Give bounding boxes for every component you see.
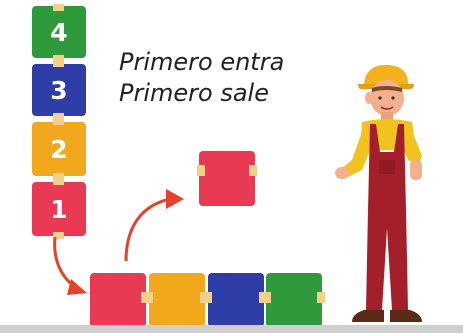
- stack-box-1-label: 1: [50, 194, 68, 224]
- stack-box-4: 4: [32, 6, 86, 58]
- tape: [53, 4, 64, 11]
- caption-line-2: Primero sale: [119, 79, 269, 107]
- tape: [317, 292, 325, 303]
- stack-box-3-label: 3: [50, 75, 68, 105]
- tape: [259, 292, 271, 303]
- hard-hat: [364, 64, 408, 84]
- floor-box-yellow: [149, 273, 205, 327]
- stack-box-2-label: 2: [50, 134, 68, 164]
- tape: [53, 232, 64, 239]
- floor-box-red: [90, 273, 146, 327]
- floor: [0, 325, 463, 333]
- caption-line-1: Primero entra: [119, 48, 285, 76]
- floor-box-blue: [208, 273, 264, 327]
- tape: [141, 292, 153, 303]
- stack-box-3: 3: [32, 64, 86, 116]
- stack-box-4-label: 4: [50, 17, 68, 47]
- tape: [197, 165, 205, 176]
- tape: [53, 173, 64, 185]
- curved-arrow-up-icon: [124, 189, 184, 262]
- floor-box-green: [266, 273, 322, 327]
- floating-box: [199, 151, 255, 206]
- caption: Primero entra Primero sale: [119, 47, 284, 109]
- tape: [53, 113, 64, 125]
- tape: [53, 55, 64, 67]
- curved-arrow-down-icon: [53, 236, 87, 295]
- tape: [200, 292, 212, 303]
- stack-box-1: 1: [32, 182, 86, 236]
- stack-box-2: 2: [32, 122, 86, 176]
- tape: [249, 165, 257, 176]
- worker-illustration: [335, 64, 422, 322]
